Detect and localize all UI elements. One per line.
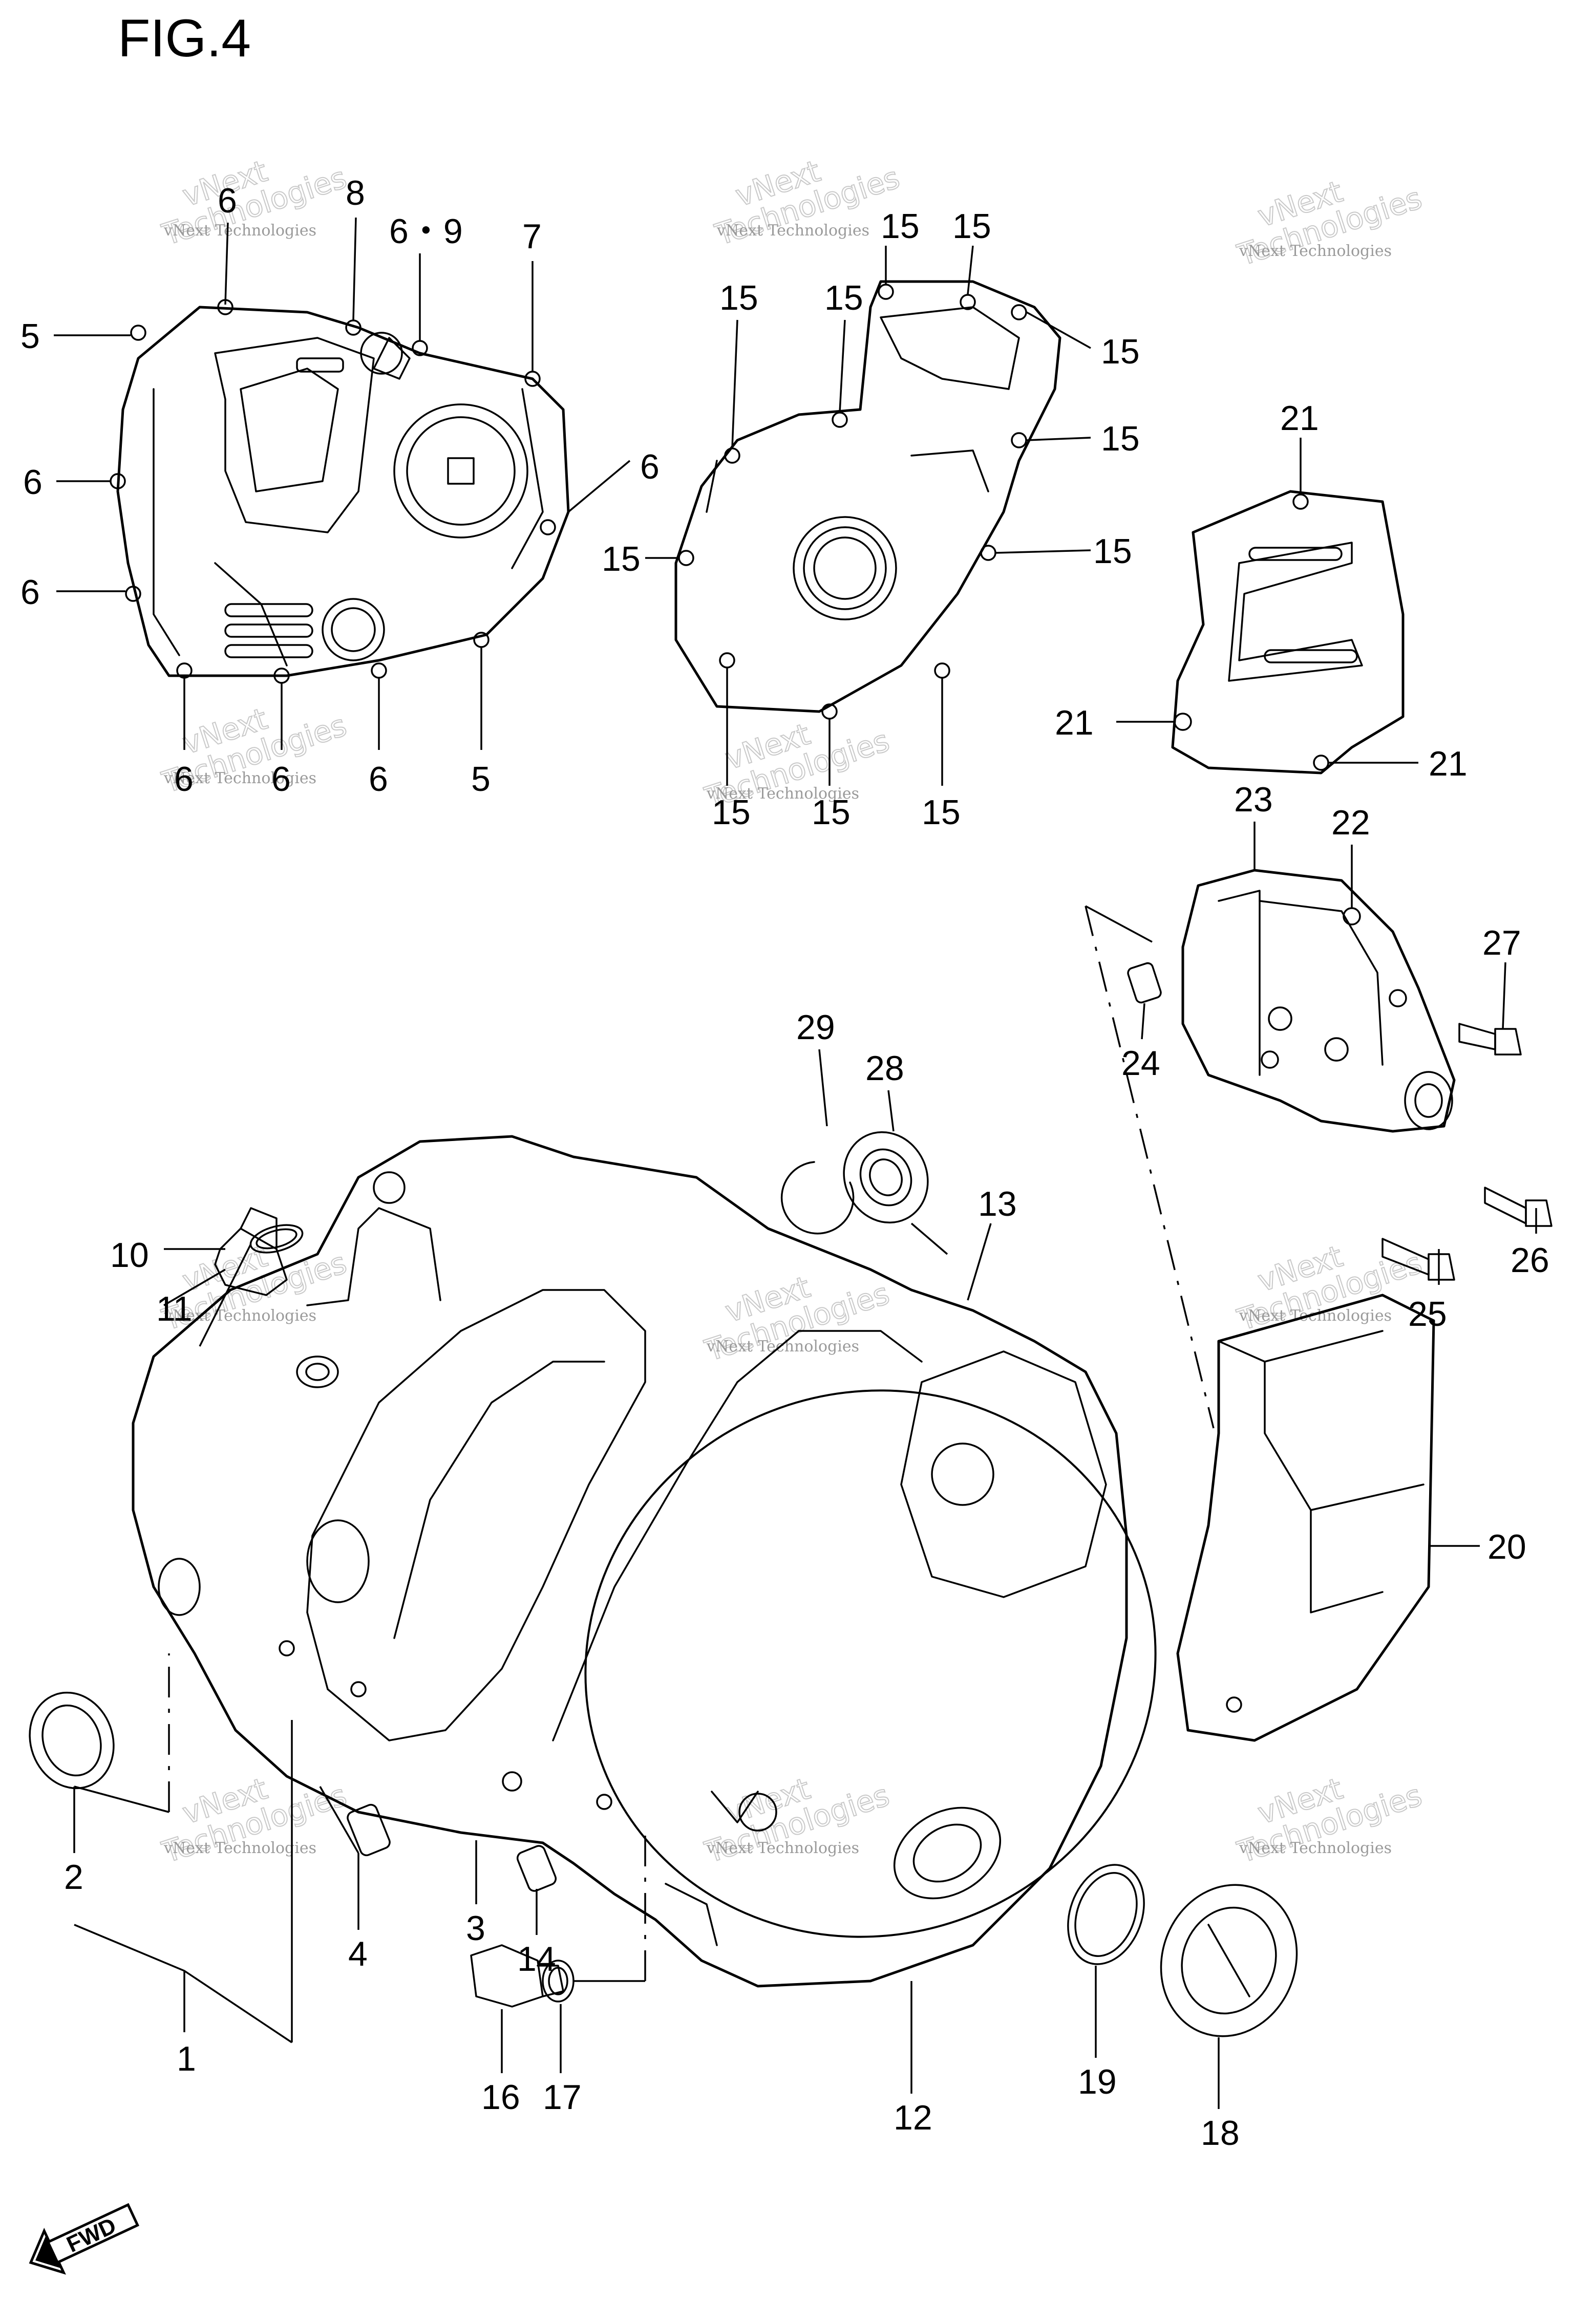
callout-5: 5 (20, 317, 40, 356)
callout-6: 6 (20, 573, 40, 612)
callout-6: 6 (174, 760, 194, 799)
callout-21: 21 (1429, 744, 1468, 783)
callout-12: 12 (894, 2098, 932, 2137)
callout-15: 15 (881, 207, 920, 246)
callout-15: 15 (812, 793, 851, 832)
callout-3: 3 (466, 1909, 485, 1948)
svg-text:vNext Technologies: vNext Technologies (716, 222, 869, 240)
svg-text:vNext Technologies: vNext Technologies (706, 1338, 859, 1355)
plug-2-drawing (29, 1691, 115, 1790)
callout-15: 15 (602, 540, 641, 578)
callout-15: 15 (824, 278, 863, 317)
svg-text:vNext Technologies: vNext Technologies (706, 785, 859, 803)
watermarks: vNext Technologies vNext Technologies vN… (158, 153, 1427, 1870)
callout-15: 15 (1101, 419, 1140, 458)
callout-2: 2 (64, 1858, 83, 1897)
bolt-26-drawing (1484, 1187, 1553, 1227)
chain-guard-drawing (1176, 1294, 1435, 1742)
callout-6: 6 (369, 760, 388, 799)
watermark: vNext Technologies vNext Technologies (1233, 1238, 1427, 1338)
bolt-25-drawing (1381, 1238, 1455, 1281)
figure-title: FIG.4 (118, 9, 251, 68)
callout-5: 5 (471, 760, 491, 799)
bearing-28-drawing (843, 1131, 929, 1224)
callout-20: 20 (1487, 1527, 1526, 1566)
callout-7: 7 (522, 217, 542, 256)
watermark: vNext Technologies vNext Technologies (158, 153, 351, 253)
leader-lines (54, 217, 1537, 2109)
svg-text:vNext Technologies: vNext Technologies (163, 1839, 316, 1857)
callout-8: 8 (346, 174, 365, 212)
svg-text:vNext Technologies: vNext Technologies (163, 1307, 316, 1325)
callout-6-9: 6・9 (389, 212, 463, 251)
svg-text:vNext Technologies: vNext Technologies (1239, 1307, 1392, 1325)
oil-filler-cap-10-drawing (214, 1207, 288, 1296)
callout-29: 29 (796, 1008, 835, 1047)
fwd-label: FWD (63, 2213, 120, 2257)
callout-15: 15 (1093, 532, 1132, 571)
callout-11: 11 (156, 1289, 193, 1328)
callout-14: 14 (517, 1940, 556, 1978)
svg-text:vNext Technologies: vNext Technologies (1239, 242, 1392, 260)
svg-text:vNext Technologies: vNext Technologies (163, 769, 316, 787)
callout-4: 4 (348, 1934, 368, 1973)
callout-26: 26 (1511, 1241, 1549, 1280)
callout-1: 1 (177, 2039, 196, 2078)
svg-text:vNext Technologies: vNext Technologies (163, 222, 316, 240)
dowel-pin-4-drawing (347, 1803, 391, 1857)
callout-labels: 6 8 6・9 7 5 6 6 6 6 6 6 5 15 15 15 15 15… (20, 174, 1549, 2153)
callout-10: 10 (110, 1236, 149, 1275)
callout-6: 6 (23, 463, 42, 502)
watermark: vNext Technologies vNext Technologies (700, 1771, 894, 1870)
watermark: vNext Technologies vNext Technologies (158, 1771, 351, 1870)
watermark: vNext Technologies vNext Technologies (158, 701, 351, 801)
svg-text:vNext Technologies: vNext Technologies (1239, 1839, 1392, 1857)
bolt-27-drawing (1458, 1023, 1522, 1056)
callout-15: 15 (952, 207, 991, 246)
callout-15: 15 (1101, 332, 1140, 371)
cap-18-drawing (1160, 1884, 1298, 2037)
callout-27: 27 (1482, 923, 1521, 962)
svg-text:vNext Technologies: vNext Technologies (706, 1839, 859, 1857)
callout-25: 25 (1408, 1295, 1447, 1333)
callout-6: 6 (640, 447, 660, 486)
crankcase-drawing (132, 1135, 1157, 1988)
sprocket-cover-drawing (1171, 490, 1405, 774)
callout-13: 13 (978, 1185, 1017, 1223)
callout-15: 15 (719, 278, 758, 317)
dowel-pin-14-drawing (516, 1845, 557, 1892)
callout-15: 15 (712, 793, 751, 832)
callout-16: 16 (481, 2078, 520, 2117)
o-ring-19-drawing (1067, 1864, 1145, 1965)
callout-6: 6 (271, 760, 291, 799)
circlip-29-drawing (780, 1161, 855, 1235)
watermark: vNext Technologies vNext Technologies (1233, 1771, 1427, 1870)
callout-23: 23 (1234, 780, 1273, 819)
callout-21: 21 (1280, 399, 1319, 438)
callout-22: 22 (1331, 803, 1370, 842)
clutch-release-drawing (1181, 869, 1456, 1133)
callout-18: 18 (1201, 2114, 1240, 2153)
dowel-pin-24-drawing (1127, 962, 1162, 1004)
callout-21: 21 (1055, 703, 1094, 742)
callout-28: 28 (865, 1049, 904, 1088)
callout-17: 17 (543, 2078, 582, 2117)
callout-24: 24 (1121, 1044, 1160, 1083)
clutch-cover-drawing (110, 299, 570, 684)
generator-cover-drawing (674, 280, 1061, 720)
callout-19: 19 (1078, 2062, 1117, 2101)
callout-15: 15 (922, 793, 961, 832)
fwd-arrow-icon: FWD (29, 2203, 140, 2275)
callout-6: 6 (218, 181, 237, 220)
watermark: vNext Technologies vNext Technologies (1233, 174, 1427, 273)
